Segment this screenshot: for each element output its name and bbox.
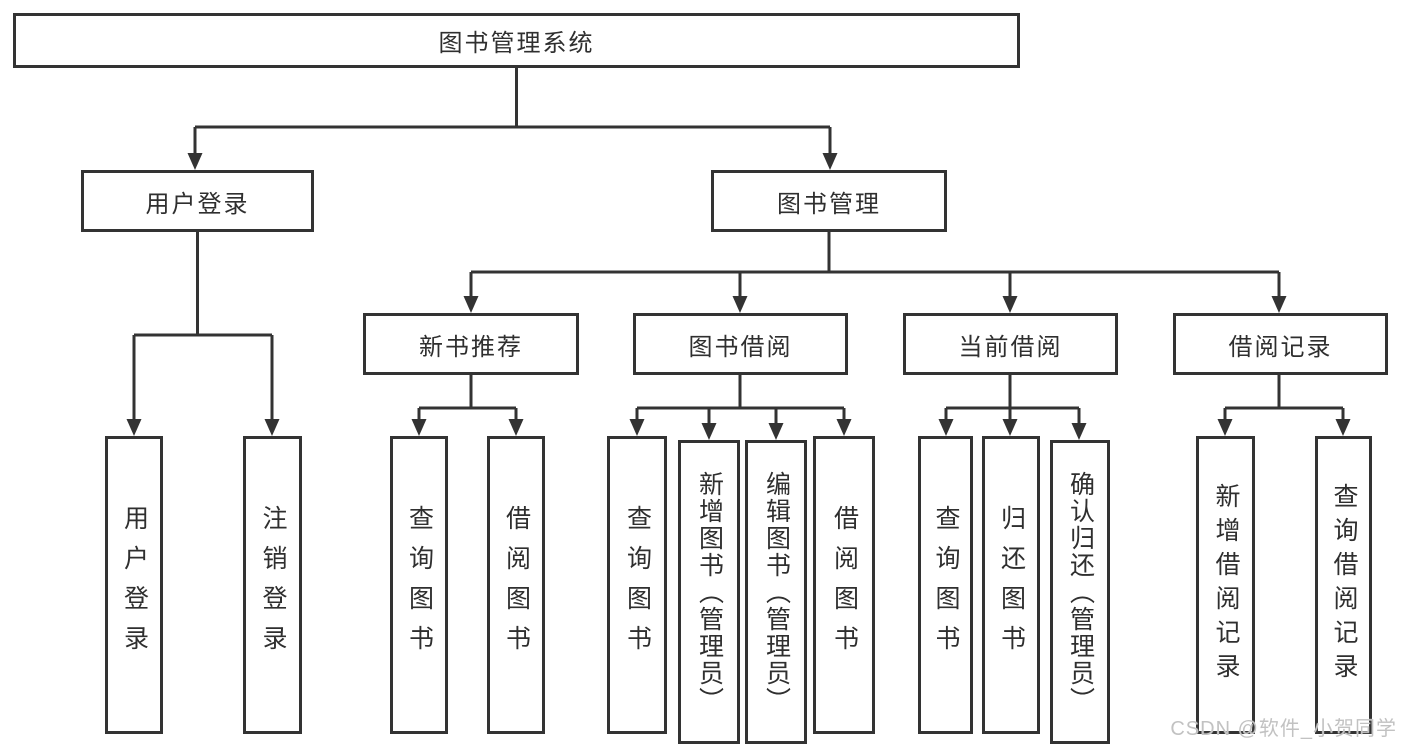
node-current-borrow: 当前借阅 [903, 313, 1118, 375]
leaf-nbr-query-books: 查询图书 [390, 436, 448, 734]
leaf-bb-edit-books-admin: 编辑图书（管理员） [745, 440, 807, 744]
node-borrow-records: 借阅记录 [1173, 313, 1388, 375]
leaf-cb-confirm-return-admin: 确认归还（管理员） [1050, 440, 1110, 744]
leaf-br-add-record: 新增借阅记录 [1196, 436, 1255, 734]
node-new-book-recommend: 新书推荐 [363, 313, 579, 375]
csdn-watermark: CSDN @软件_小贺同学 [1170, 718, 1397, 740]
node-book-management: 图书管理 [711, 170, 947, 232]
leaf-bb-borrow-books: 借阅图书 [813, 436, 875, 734]
leaf-user-login: 用户登录 [105, 436, 163, 734]
leaf-bb-query-books: 查询图书 [607, 436, 667, 734]
leaf-cb-return-books: 归还图书 [982, 436, 1040, 734]
node-book-borrow: 图书借阅 [633, 313, 848, 375]
leaf-logout: 注销登录 [243, 436, 302, 734]
node-user-login: 用户登录 [81, 170, 314, 232]
leaf-bb-add-books-admin: 新增图书（管理员） [678, 440, 740, 744]
node-root-system: 图书管理系统 [13, 13, 1020, 68]
leaf-nbr-borrow-books: 借阅图书 [487, 436, 545, 734]
leaf-cb-query-books: 查询图书 [918, 436, 973, 734]
leaf-br-query-record: 查询借阅记录 [1315, 436, 1372, 734]
